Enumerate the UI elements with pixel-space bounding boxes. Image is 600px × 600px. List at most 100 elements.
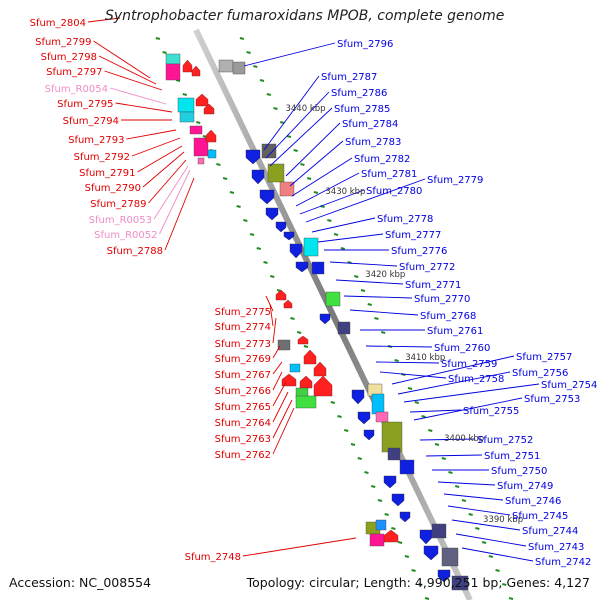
- leader-line: [413, 397, 523, 421]
- right-gene-label: Sfum_2750: [491, 466, 547, 477]
- gene-block: [303, 237, 319, 257]
- tick-mark: [421, 415, 426, 418]
- right-gene-label: Sfum_2742: [535, 557, 591, 568]
- tick-mark: [216, 163, 221, 166]
- leader-line: [272, 361, 283, 375]
- gene-block: [218, 59, 234, 73]
- scale-label: 3400 kbp: [444, 434, 484, 444]
- gene-arrow: [313, 375, 333, 397]
- gene-arrow: [391, 493, 405, 507]
- left-gene-label: Sfum_2775: [215, 307, 271, 318]
- tick-mark: [364, 471, 369, 474]
- right-gene-label: Sfum_2781: [361, 169, 417, 180]
- gene-arrow: [195, 93, 209, 107]
- tick-mark: [377, 499, 383, 502]
- tick-mark: [461, 499, 467, 502]
- leader-line: [365, 345, 433, 348]
- right-gene-label: Sfum_2772: [399, 262, 455, 273]
- tick-mark: [488, 555, 494, 558]
- label-leader-lines: [87, 17, 540, 562]
- left-gene-label: Sfum_2764: [215, 418, 271, 429]
- leader-line: [263, 75, 320, 151]
- tick-marks: [155, 37, 514, 600]
- tick-mark: [468, 513, 473, 516]
- gene-arrow: [423, 545, 439, 561]
- right-gene-label: Sfum_2757: [516, 352, 572, 363]
- right-gene-label: Sfum_2796: [337, 39, 393, 50]
- leader-line: [243, 42, 336, 67]
- tick-mark: [195, 121, 201, 124]
- tick-mark: [434, 443, 440, 446]
- right-gene-label: Sfum_2768: [420, 311, 476, 322]
- tick-mark: [475, 527, 480, 530]
- right-gene-label: Sfum_2779: [427, 175, 483, 186]
- tick-mark: [367, 303, 372, 306]
- left-gene-label: Sfum_2774: [215, 322, 271, 333]
- right-gene-label: Sfum_2786: [331, 88, 387, 99]
- right-gene-label: Sfum_2751: [484, 451, 540, 462]
- tick-mark: [296, 331, 302, 334]
- left-gene-label: Sfum_R0054: [45, 84, 108, 95]
- gene-arrow: [259, 189, 275, 205]
- gene-arrow: [203, 103, 215, 115]
- left-gene-label: Sfum_2773: [215, 339, 271, 350]
- right-gene-label: Sfum_2760: [434, 343, 490, 354]
- gene-arrow: [319, 313, 331, 325]
- gene-block: [277, 339, 291, 351]
- tick-mark: [397, 541, 403, 544]
- leader-line: [349, 309, 419, 316]
- left-gene-label: Sfum_2794: [63, 116, 119, 127]
- gene-block: [193, 137, 209, 157]
- leader-line: [343, 295, 413, 299]
- gene-arrow: [281, 373, 297, 387]
- gene-block: [267, 163, 285, 183]
- tick-mark: [256, 247, 262, 250]
- right-gene-labels: Sfum_2796Sfum_2787Sfum_2786Sfum_2785Sfum…: [321, 39, 597, 568]
- tick-mark: [360, 289, 366, 292]
- tick-mark: [428, 429, 433, 432]
- tick-mark: [236, 205, 241, 208]
- tick-mark: [249, 233, 255, 236]
- tick-mark: [380, 331, 386, 334]
- right-gene-label: Sfum_2756: [512, 368, 568, 379]
- left-gene-label: Sfum_2790: [85, 183, 141, 194]
- scale-label: 3410 kbp: [405, 353, 445, 363]
- left-gene-label: Sfum_2799: [35, 37, 91, 48]
- left-gene-label: Sfum_R0053: [89, 215, 152, 226]
- right-gene-label: Sfum_2787: [321, 72, 377, 83]
- tick-mark: [441, 457, 446, 460]
- leader-line: [305, 178, 426, 223]
- left-gene-label: Sfum_2748: [185, 552, 241, 563]
- tick-mark: [411, 569, 416, 572]
- gene-block: [177, 97, 195, 113]
- tick-mark: [162, 51, 167, 54]
- right-gene-label: Sfum_2783: [345, 137, 401, 148]
- leader-line: [126, 129, 177, 140]
- right-gene-label: Sfum_2785: [334, 104, 390, 115]
- gene-arrow: [383, 475, 397, 489]
- gene-arrow: [357, 411, 371, 425]
- tick-mark: [327, 219, 332, 222]
- leader-line: [285, 122, 341, 177]
- tick-mark: [508, 597, 514, 600]
- leader-line: [272, 345, 281, 359]
- tick-mark: [253, 65, 258, 68]
- leader-line: [329, 261, 398, 267]
- gene-block: [189, 125, 203, 135]
- tick-mark: [330, 401, 336, 404]
- right-gene-label: Sfum_2744: [522, 526, 578, 537]
- leader-line: [98, 55, 157, 85]
- right-gene-label: Sfum_2745: [512, 511, 568, 522]
- leader-line: [137, 145, 183, 173]
- leader-line: [87, 17, 121, 23]
- leader-line: [272, 381, 287, 407]
- left-gene-label: Sfum_2792: [74, 152, 130, 163]
- right-gene-label: Sfum_2752: [477, 435, 533, 446]
- left-gene-label: Sfum_2793: [68, 135, 124, 146]
- tick-mark: [229, 191, 235, 194]
- leader-line: [265, 91, 330, 159]
- gene-block: [375, 411, 389, 423]
- gene-block: [295, 395, 317, 409]
- scale-label: 3440 kbp: [285, 104, 325, 114]
- gene-block: [387, 447, 401, 461]
